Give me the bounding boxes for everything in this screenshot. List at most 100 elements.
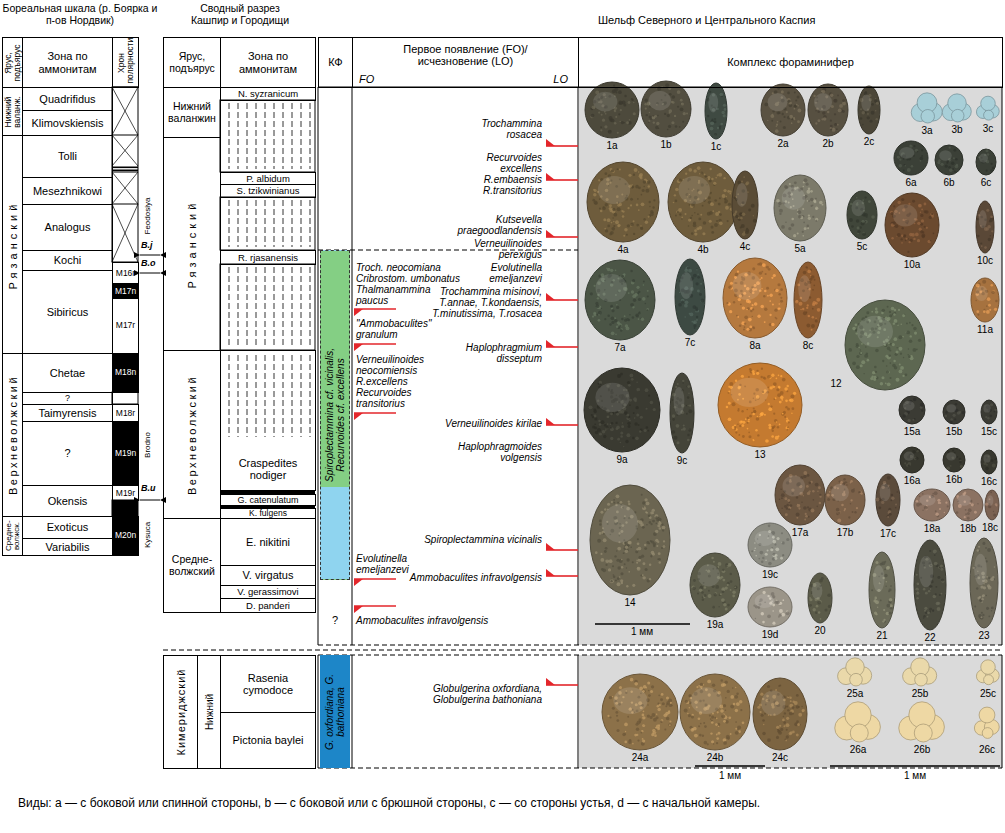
- grain: [842, 110, 845, 113]
- highlight: [893, 204, 917, 226]
- grain: [645, 107, 647, 109]
- grain: [945, 165, 948, 168]
- grain: [687, 396, 690, 399]
- grain: [667, 114, 670, 117]
- grain: [742, 421, 745, 424]
- grain: [629, 314, 631, 316]
- grain: [640, 177, 643, 180]
- test-outline: [981, 400, 997, 424]
- grain: [852, 511, 854, 513]
- grain: [805, 513, 807, 515]
- grain: [834, 113, 836, 115]
- grain: [950, 421, 953, 424]
- grain: [848, 348, 852, 352]
- grain: [905, 165, 907, 167]
- grain: [710, 202, 714, 206]
- grain: [771, 277, 773, 279]
- test-outline: [775, 465, 825, 525]
- hiatus-hatch: [310, 200, 311, 247]
- grain: [897, 233, 901, 237]
- grain: [901, 227, 903, 229]
- grain: [746, 328, 749, 331]
- grain: [772, 304, 774, 306]
- grain: [955, 403, 957, 405]
- grain: [620, 442, 622, 444]
- grain: [638, 298, 641, 301]
- grain: [772, 92, 774, 94]
- grain: [760, 413, 763, 416]
- grain: [632, 294, 636, 298]
- foraminifer-photo: [794, 262, 822, 338]
- grain: [700, 283, 702, 285]
- grain: [614, 110, 617, 113]
- grain: [920, 160, 922, 162]
- chron-nodata: [112, 87, 138, 262]
- grain: [656, 122, 659, 125]
- grain: [619, 101, 623, 105]
- grain: [819, 201, 823, 205]
- grain: [815, 220, 817, 222]
- grain: [902, 375, 904, 377]
- grain: [619, 102, 622, 105]
- grain: [788, 227, 791, 230]
- grain: [700, 172, 702, 174]
- test-outline: [943, 448, 965, 472]
- grain: [764, 321, 766, 323]
- grain: [598, 311, 602, 315]
- test-outline: [825, 475, 865, 525]
- hiatus-hatch: [274, 267, 275, 347]
- grain: [615, 334, 617, 336]
- grain: [680, 107, 684, 111]
- grain: [631, 98, 633, 100]
- grain: [860, 108, 862, 110]
- grain: [926, 227, 928, 229]
- grain: [913, 238, 915, 240]
- hiatus-hatch: [229, 200, 230, 247]
- highlight: [731, 378, 769, 407]
- grain: [640, 225, 641, 226]
- grain: [742, 424, 745, 427]
- grain: [921, 409, 923, 411]
- grain: [780, 396, 784, 400]
- grain: [885, 382, 887, 384]
- grain: [721, 111, 724, 114]
- grain: [807, 304, 809, 306]
- grain: [629, 404, 631, 406]
- grain: [682, 121, 684, 123]
- grain: [688, 393, 689, 394]
- grain: [776, 124, 778, 126]
- grain: [626, 121, 629, 124]
- grain: [727, 220, 729, 222]
- grain: [861, 343, 863, 345]
- grain: [708, 196, 711, 199]
- foraminifer-photo: [845, 300, 925, 390]
- grain: [710, 121, 714, 125]
- grain: [856, 329, 858, 331]
- foraminifer-photo: [971, 278, 999, 322]
- hiatus-hatch: [247, 267, 248, 347]
- grain: [691, 215, 693, 217]
- grain: [598, 319, 601, 322]
- grain: [602, 207, 606, 211]
- grain: [741, 224, 745, 228]
- foraminifer-photo: [825, 475, 865, 525]
- grain: [752, 439, 753, 440]
- test-outline: [894, 141, 928, 175]
- grain: [649, 115, 652, 118]
- test-outline: [675, 259, 705, 335]
- grain: [753, 408, 755, 410]
- grain: [854, 511, 856, 513]
- grain: [756, 417, 760, 421]
- grain: [813, 499, 815, 501]
- hiatus-hatch: [301, 267, 302, 347]
- grain: [699, 293, 702, 296]
- grain: [612, 208, 615, 211]
- grain: [753, 410, 756, 413]
- hiatus-hatch: [310, 355, 311, 437]
- grain: [685, 300, 689, 304]
- grain: [688, 428, 691, 431]
- grain: [703, 221, 707, 225]
- scale-bar: [595, 623, 690, 625]
- grain: [815, 319, 818, 322]
- grain: [636, 286, 639, 289]
